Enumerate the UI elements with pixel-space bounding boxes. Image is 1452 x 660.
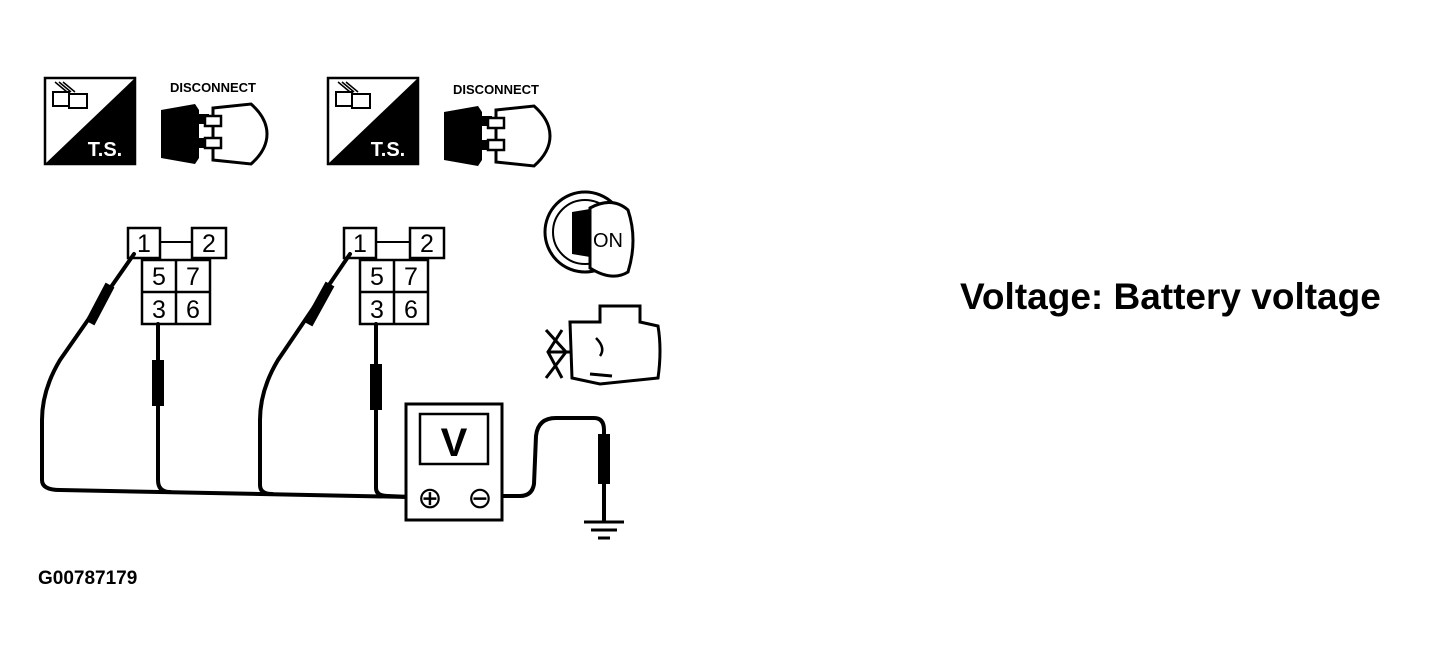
ts-label: T.S.: [88, 139, 122, 161]
probe-wires: [40, 252, 610, 522]
pin-2-label: 2: [202, 230, 216, 258]
pin-6-label: 6: [186, 296, 200, 324]
pin-2-label: 2: [420, 230, 434, 258]
engine-icon: [544, 304, 662, 386]
ground-symbol-icon: [584, 520, 624, 540]
pin-3-label: 3: [370, 296, 384, 324]
connector-2: 1 2 5 7 3 6: [342, 226, 446, 326]
voltmeter-symbol: V: [441, 421, 468, 465]
pin-6-label: 6: [404, 296, 418, 324]
pin-7-label: 7: [404, 263, 418, 291]
disconnect-label: DISCONNECT: [170, 80, 256, 95]
ignition-on-label: ON: [593, 230, 623, 252]
figure-id: G00787179: [38, 568, 138, 589]
disconnect-label: DISCONNECT: [453, 82, 539, 97]
ts-icon: T.S.: [43, 76, 137, 166]
pin-1-label: 1: [353, 230, 367, 258]
ts-label: T.S.: [371, 139, 405, 161]
connector-1: 1 2 5 7 3 6: [126, 226, 228, 326]
negative-terminal-icon: ⊖: [467, 482, 492, 515]
pin-1-label: 1: [137, 230, 151, 258]
voltmeter: V ⊕ ⊖: [404, 402, 504, 522]
positive-terminal-icon: ⊕: [417, 482, 442, 515]
pin-5-label: 5: [152, 263, 166, 291]
pin-3-label: 3: [152, 296, 166, 324]
pin-7-label: 7: [186, 263, 200, 291]
voltage-caption: Voltage: Battery voltage: [960, 276, 1381, 317]
ts-icon: T.S.: [326, 76, 420, 166]
disconnect-icon: DISCONNECT: [444, 82, 552, 168]
disconnect-icon: DISCONNECT: [161, 80, 269, 166]
pin-5-label: 5: [370, 263, 384, 291]
ignition-key-icon: ON: [543, 190, 635, 278]
